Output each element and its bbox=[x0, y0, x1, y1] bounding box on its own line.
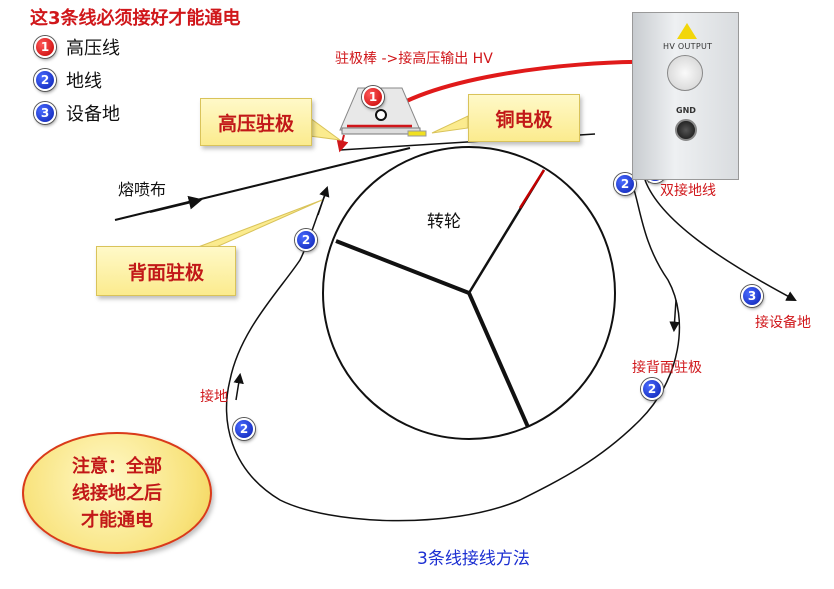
badge-2-left: 2 bbox=[233, 418, 255, 440]
ground-arrow-top bbox=[317, 186, 330, 216]
method-label: 3条线接线方法 bbox=[417, 549, 530, 569]
wheel-spoke-1 bbox=[335, 239, 470, 295]
hv-callout-pointer bbox=[309, 117, 341, 141]
electrode-down-arrow bbox=[336, 134, 349, 153]
meltblown-label: 熔喷布 bbox=[118, 180, 167, 199]
back-electrode-callout: 背面驻极 bbox=[96, 246, 236, 296]
ground-arrow-right bbox=[669, 299, 680, 333]
wheel-label: 转轮 bbox=[427, 212, 461, 232]
badge-2-device: 2 bbox=[614, 173, 636, 195]
note-line-1: 注意：全部 bbox=[72, 455, 162, 477]
ground-label: 接地 bbox=[200, 389, 228, 405]
badge-2-back: 2 bbox=[295, 229, 317, 251]
meltblown-arrow bbox=[149, 195, 203, 213]
warning-note: 注意：全部 线接地之后 才能通电 bbox=[22, 432, 212, 554]
copper-electrode-callout: 铜电极 bbox=[468, 94, 580, 142]
wheel-circle bbox=[322, 146, 616, 440]
copper-plate bbox=[407, 130, 427, 137]
legend-label: 设备地 bbox=[66, 104, 120, 125]
equipment-ground-wire bbox=[644, 179, 797, 301]
legend-item-hv: 1 高压线 bbox=[34, 34, 120, 60]
hv-output-label: HV OUTPUT bbox=[663, 42, 713, 51]
badge-3: 3 bbox=[34, 102, 56, 124]
wheel-spoke-3-red bbox=[518, 169, 546, 209]
copper-callout-pointer bbox=[431, 115, 469, 134]
badge-2-right: 2 bbox=[641, 378, 663, 400]
legend-label: 地线 bbox=[66, 71, 102, 92]
legend-item-ground: 2 地线 bbox=[34, 67, 102, 93]
gnd-connector bbox=[675, 119, 697, 141]
back-connect-label: 接背面驻极 bbox=[632, 360, 702, 376]
electrode-hole bbox=[375, 109, 387, 121]
equipment-ground-label: 接设备地 bbox=[755, 315, 811, 331]
hv-electrode-callout: 高压驻极 bbox=[200, 98, 312, 146]
badge-1: 1 bbox=[34, 36, 56, 58]
warning-icon bbox=[677, 23, 697, 39]
badge-1-electrode: 1 bbox=[362, 86, 384, 108]
ground-wire-loop bbox=[225, 177, 681, 522]
double-ground-label: 双接地线 bbox=[660, 183, 716, 199]
wheel-spoke-2 bbox=[467, 292, 530, 428]
gnd-label: GND bbox=[676, 106, 696, 115]
electret-rod-label: 驻极棒 ->接高压输出 HV bbox=[335, 51, 493, 67]
badge-2: 2 bbox=[34, 69, 56, 91]
hv-connector bbox=[667, 55, 703, 91]
hv-device: HV OUTPUT GND bbox=[632, 12, 739, 180]
ground-arrow-left bbox=[233, 372, 244, 401]
diagram-title: 这3条线必须接好才能通电 bbox=[30, 8, 241, 29]
legend-item-equipment-ground: 3 设备地 bbox=[34, 100, 120, 126]
legend-label: 高压线 bbox=[66, 38, 120, 59]
note-line-2: 线接地之后 bbox=[72, 482, 162, 504]
badge-3-equipment: 3 bbox=[741, 285, 763, 307]
note-line-3: 才能通电 bbox=[81, 509, 153, 531]
